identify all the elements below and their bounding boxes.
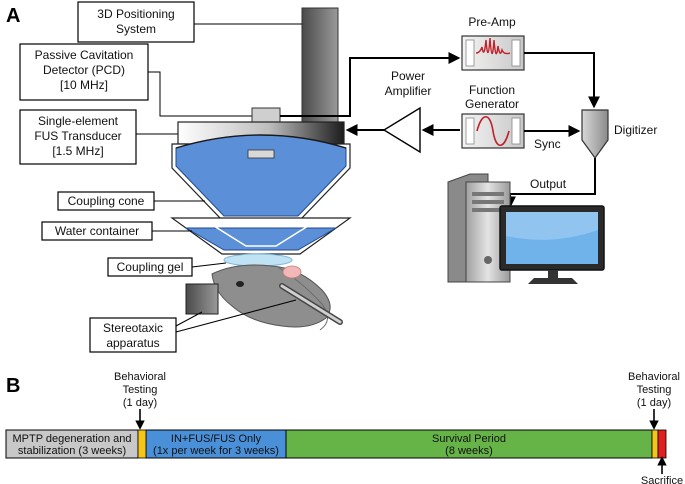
- mouse-eye: [236, 281, 244, 287]
- behavioral-marker-2: [651, 429, 659, 459]
- sacrifice-marker: [657, 429, 667, 459]
- digitizer-icon: [581, 109, 609, 160]
- timeline-segment-1-label-1: MPTP degeneration and: [12, 433, 131, 445]
- mouse-ear: [282, 265, 302, 279]
- preamp-left-cap: [465, 39, 475, 67]
- preamp-to-digitizer-line: [524, 52, 600, 109]
- positioning-label-box: [77, 1, 195, 43]
- water-container-label: Water container: [55, 224, 139, 238]
- sync-label: Sync: [534, 137, 561, 151]
- coupling-gel: [223, 253, 293, 267]
- transducer-label-line3: [1.5 MHz]: [52, 144, 103, 158]
- timeline-segment-2-label-2: (1x per week for 3 weeks): [153, 445, 279, 457]
- stereotaxic-label-line2: apparatus: [106, 336, 159, 350]
- behavioral-testing-2-line1: Behavioral: [628, 371, 680, 383]
- power-amp-label-line2: Amplifier: [385, 84, 432, 98]
- sine-wave-icon: [476, 115, 510, 147]
- pcd-label-line3: [10 MHz]: [60, 78, 108, 92]
- timeline-segment-2: [145, 429, 287, 459]
- output-label: Output: [530, 177, 567, 191]
- timeline-segment-1: [5, 429, 139, 459]
- behavioral-testing-2-line3: (1 day): [637, 397, 671, 409]
- tower-power-button: [484, 256, 492, 264]
- container-inner-cone: [213, 225, 309, 247]
- transducer-label-line2: FUS Transducer: [34, 129, 121, 143]
- positioning-arm: [301, 7, 339, 127]
- stereotaxic-ear-bar-highlight: [280, 284, 342, 324]
- mouse-body: [211, 264, 331, 328]
- digitizer-label: Digitizer: [614, 123, 657, 137]
- preamp-label: Pre-Amp: [468, 15, 516, 29]
- behavioral-testing-1-line2: Testing: [123, 384, 158, 396]
- func-gen-left-cap: [465, 117, 475, 145]
- preamp-right-cap: [511, 39, 521, 67]
- power-amp-label-line1: Power: [391, 69, 425, 83]
- stereotaxic-leader-1: [175, 311, 203, 327]
- cone-water: [175, 134, 347, 217]
- timeline-segment-3-label-2: (8 weeks): [445, 445, 493, 457]
- pcd-element: [251, 107, 281, 123]
- monitor-neck: [548, 270, 558, 280]
- panel-b-letter: B: [6, 375, 20, 397]
- transducer-label-box: [19, 109, 137, 165]
- transducer-label-line1: Single-element: [38, 114, 119, 128]
- monitor-screen-shine: [506, 212, 598, 240]
- coupling-cone-label: Coupling cone: [68, 194, 145, 208]
- container-water: [184, 227, 338, 251]
- tower-slot-1: [472, 192, 504, 196]
- pcd-label-line1: Passive Cavitation: [35, 48, 134, 62]
- timeline-segment-3-label-1: Survival Period: [432, 433, 506, 445]
- timeline-segment-1-label-2: stabilization (3 weeks): [18, 445, 126, 457]
- coupling-gel-leader: [191, 262, 227, 268]
- pcd-label-line2: Detector (PCD): [43, 63, 125, 77]
- power-amplifier-icon: [382, 106, 421, 154]
- preamp-burst-icon: [475, 37, 511, 55]
- transducer-center-element: [247, 149, 275, 159]
- stereotaxic-block: [185, 283, 219, 315]
- stereotaxic-label-box: [89, 317, 177, 353]
- behavioral-testing-2-line2: Testing: [637, 384, 672, 396]
- stereotaxic-leader-2: [175, 299, 297, 333]
- monitor-stand: [528, 278, 578, 284]
- behavioral-testing-1-line1: Behavioral: [114, 371, 166, 383]
- timeline-segment-3: [285, 429, 653, 459]
- positioning-label-line1: 3D Positioning: [97, 7, 174, 21]
- func-gen-right-cap: [511, 117, 521, 145]
- timeline-segment-2-label-1: IN+FUS/FUS Only: [171, 433, 262, 445]
- behavioral-testing-1-line3: (1 day): [123, 397, 157, 409]
- pcd-to-preamp-line: [280, 52, 461, 117]
- func-gen-label-line1: Function: [469, 83, 515, 97]
- coupling-gel-label: Coupling gel: [117, 260, 184, 274]
- behavioral-marker-1: [137, 429, 147, 459]
- stereotaxic-label-line1: Stereotaxic: [103, 321, 163, 335]
- positioning-label-line2: System: [116, 22, 156, 36]
- tower-slot-2: [472, 200, 504, 204]
- panel-a-letter: A: [6, 5, 20, 27]
- func-gen-label-line2: Generator: [465, 97, 519, 111]
- pcd-leader: [148, 71, 252, 117]
- sacrifice-label: Sacrifice: [641, 475, 683, 484]
- transducer-face: [175, 134, 347, 149]
- pcd-label-box: [19, 43, 149, 101]
- tower-slot-3: [472, 208, 504, 212]
